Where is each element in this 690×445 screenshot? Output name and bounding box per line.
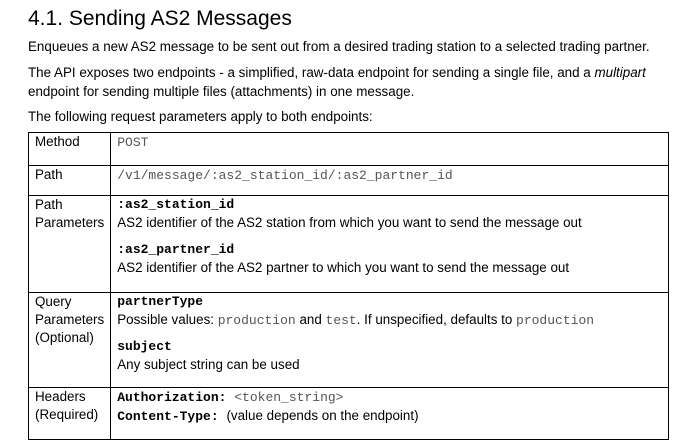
partner-type-code-default: production — [516, 313, 595, 328]
parameters-intro: The following request parameters apply t… — [28, 109, 373, 124]
api-paragraph: The API exposes two endpoints - a simpli… — [28, 63, 670, 101]
path-parameters-label-line1: Path — [35, 197, 63, 212]
query-parameters-label: Query Parameters (Optional) — [27, 292, 112, 388]
authorization-header-name: Authorization — [117, 390, 219, 405]
path-value-cell: /v1/message/:as2_station_id/:as2_partner… — [110, 165, 669, 196]
partner-type-param-desc: Possible values: production and test. If… — [117, 311, 662, 330]
headers-label-line1: Headers — [35, 389, 86, 404]
table-row-path: Path /v1/message/:as2_station_id/:as2_pa… — [27, 165, 669, 196]
method-label: Method — [27, 132, 112, 166]
path-label: Path — [27, 165, 112, 196]
subject-param-desc: Any subject string can be used — [117, 357, 300, 372]
partner-id-param-desc: AS2 identifier of the AS2 partner to whi… — [117, 260, 570, 275]
partner-type-desc-text-3: . If unspecified, defaults to — [356, 312, 517, 327]
path-parameters-label: Path Parameters — [27, 195, 112, 293]
request-parameters-table: Method POST Path /v1/message/:as2_statio… — [27, 132, 669, 440]
headers-cell: Authorization: <token_string> Content-Ty… — [110, 387, 669, 440]
query-parameters-cell: partnerType Possible values: production … — [110, 292, 669, 388]
content-type-header-line: Content-Type: (value depends on the endp… — [117, 407, 662, 426]
content-type-header-desc: (value depends on the endpoint) — [226, 408, 419, 423]
path-parameters-cell: :as2_station_id AS2 identifier of the AS… — [110, 195, 669, 293]
method-value: POST — [117, 135, 149, 150]
query-parameters-label-line2: Parameters — [35, 312, 105, 327]
authorization-header-value: <token_string> — [234, 390, 344, 405]
station-id-param-desc: AS2 identifier of the AS2 station from w… — [117, 215, 582, 230]
partner-type-desc-text-2: and — [295, 312, 326, 327]
table-row-path-parameters: Path Parameters :as2_station_id AS2 iden… — [27, 195, 669, 293]
partner-id-param-name: :as2_partner_id — [117, 242, 235, 257]
partner-type-desc-text-1: Possible values: — [117, 312, 218, 327]
intro-paragraph: Enqueues a new AS2 message to be sent ou… — [28, 39, 650, 54]
headers-label-line2: (Required) — [35, 407, 99, 422]
table-row-method: Method POST — [27, 132, 669, 166]
method-value-cell: POST — [110, 132, 669, 166]
path-value: /v1/message/:as2_station_id/:as2_partner… — [117, 168, 453, 183]
headers-label: Headers (Required) — [27, 387, 112, 440]
partner-type-code-production: production — [217, 313, 296, 328]
table-row-headers: Headers (Required) Authorization: <token… — [27, 387, 669, 440]
api-text-emphasis: multipart — [594, 65, 646, 80]
content-type-header-colon: : — [210, 409, 227, 424]
authorization-header-line: Authorization: <token_string> — [117, 388, 662, 407]
query-parameters-label-line1: Query — [35, 294, 72, 309]
query-parameters-label-line3: (Optional) — [35, 330, 94, 345]
path-parameters-label-line2: Parameters — [35, 215, 105, 230]
section-heading: 4.1. Sending AS2 Messages — [28, 7, 292, 30]
station-id-param-name: :as2_station_id — [117, 197, 235, 212]
partner-type-param-name: partnerType — [117, 294, 204, 309]
partner-type-code-test: test — [325, 313, 357, 328]
api-text-after: endpoint for sending multiple files (att… — [28, 84, 415, 99]
content-type-header-name: Content-Type — [117, 409, 211, 424]
api-text-before: The API exposes two endpoints - a simpli… — [28, 65, 595, 80]
authorization-header-colon: : — [218, 390, 235, 405]
table-row-query-parameters: Query Parameters (Optional) partnerType … — [27, 292, 669, 388]
subject-param-name: subject — [117, 339, 172, 354]
